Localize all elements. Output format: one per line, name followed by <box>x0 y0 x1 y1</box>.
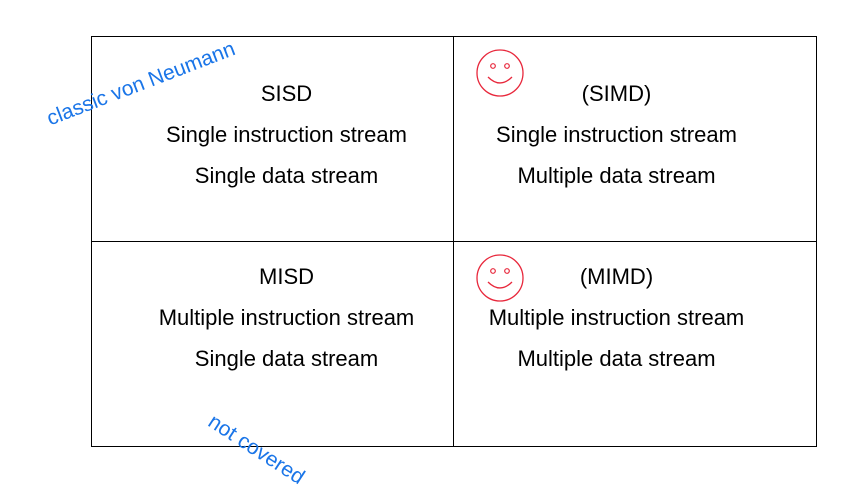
simd-title: (SIMD) <box>581 81 652 106</box>
smiley-face-icon <box>476 49 524 97</box>
misd-title: MISD <box>259 264 314 289</box>
misd-data-stream: Single data stream <box>194 346 379 371</box>
simd-cell: (SIMD) Single instruction stream Multipl… <box>421 73 812 196</box>
grid-top-border <box>91 36 817 37</box>
simd-data-stream: Multiple data stream <box>517 163 716 188</box>
grid-left-border <box>91 36 92 447</box>
misd-cell: MISD Multiple instruction stream Single … <box>91 256 482 379</box>
grid-right-border <box>816 36 817 447</box>
grid-middle-divider <box>91 241 817 242</box>
smiley-face-icon <box>476 254 524 302</box>
sisd-data-stream: Single data stream <box>194 163 379 188</box>
grid-center-divider <box>453 36 454 447</box>
sisd-title: SISD <box>260 81 313 106</box>
mimd-data-stream: Multiple data stream <box>517 346 716 371</box>
sisd-cell: SISD Single instruction stream Single da… <box>91 73 482 196</box>
grid-bottom-border <box>91 446 817 447</box>
mimd-cell: (MIMD) Multiple instruction stream Multi… <box>421 256 812 379</box>
mimd-instruction-stream: Multiple instruction stream <box>488 305 745 330</box>
misd-instruction-stream: Multiple instruction stream <box>158 305 415 330</box>
mimd-title: (MIMD) <box>579 264 654 289</box>
sisd-instruction-stream: Single instruction stream <box>166 122 407 147</box>
flynn-taxonomy-grid <box>91 36 817 447</box>
simd-instruction-stream: Single instruction stream <box>496 122 737 147</box>
